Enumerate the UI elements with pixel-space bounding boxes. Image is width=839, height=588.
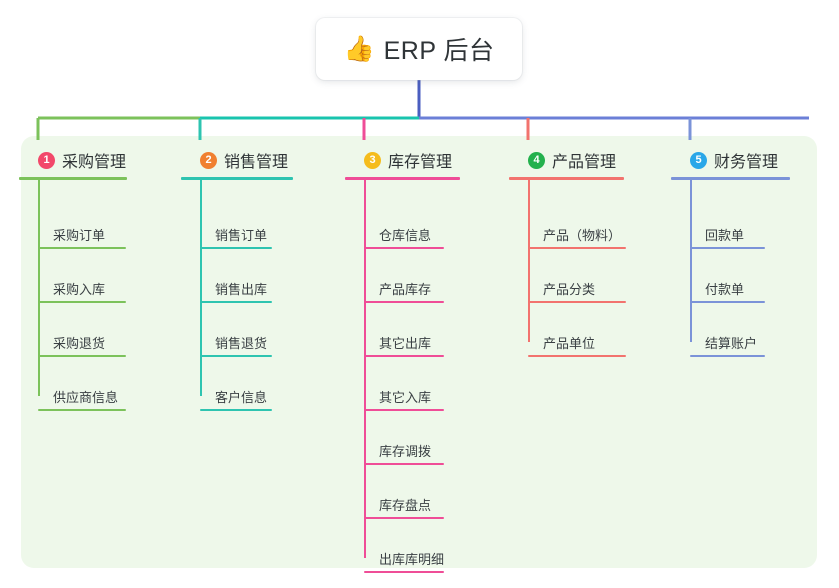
leaf-node-rule [200, 301, 272, 303]
branch-title-5: 财务管理 [714, 154, 779, 171]
branch-header-rule-1 [19, 177, 127, 180]
branch-badge-2: 2 [200, 151, 217, 169]
leaf-node-label[interactable]: 库存盘点 [379, 498, 432, 513]
thumbs-up-icon: 👍 [343, 34, 375, 63]
branch-spine-3 [364, 180, 366, 558]
leaf-node-rule [364, 355, 444, 357]
branch-title-2: 销售管理 [224, 154, 289, 171]
branch-header-4[interactable]: 4 产品管理 [509, 148, 624, 172]
leaf-node-rule [364, 409, 444, 411]
leaf-node-label[interactable]: 产品单位 [543, 336, 596, 351]
leaf-node-label[interactable]: 仓库信息 [379, 228, 432, 243]
branch-header-rule-3 [345, 177, 460, 180]
leaf-node-label[interactable]: 产品库存 [379, 282, 432, 297]
leaf-node-rule [364, 571, 444, 573]
branch-items-4: 产品（物料） 产品分类产品单位 [509, 180, 626, 357]
leaf-node-rule [364, 463, 444, 465]
leaf-node-label[interactable]: 采购退货 [53, 336, 106, 351]
branch-header-2[interactable]: 2 销售管理 [181, 148, 293, 172]
branch-items-5: 回款单付款单结算账户 [671, 180, 790, 357]
leaf-node-label[interactable]: 销售出库 [215, 282, 268, 297]
root-node[interactable]: 👍 ERP 后台 [316, 18, 522, 80]
leaf-node-label[interactable]: 产品分类 [543, 282, 596, 297]
branch-header-5[interactable]: 5 财务管理 [671, 148, 790, 172]
leaf-node-label[interactable]: 销售订单 [215, 228, 268, 243]
leaf-node-label[interactable]: 出库库明细 [379, 552, 445, 567]
leaf-node-rule [528, 301, 626, 303]
leaf-node-rule [38, 247, 126, 249]
branch-title-3: 库存管理 [388, 154, 453, 171]
branch-spine-4 [528, 180, 530, 342]
branch-badge-3: 3 [364, 151, 381, 169]
leaf-node-rule [38, 301, 126, 303]
branch-column-1: 1 采购管理采购订单采购入库采购退货供应商信息 [19, 148, 127, 411]
leaf-node-rule [38, 409, 126, 411]
leaf-node-rule [364, 301, 444, 303]
leaf-node-rule [38, 355, 126, 357]
branch-header-rule-2 [181, 177, 293, 180]
leaf-node-rule [690, 301, 765, 303]
root-node-content: 👍 ERP 后台 [343, 31, 494, 67]
leaf-node-label[interactable]: 销售退货 [215, 336, 268, 351]
branch-spine-5 [690, 180, 692, 342]
branch-header-rule-4 [509, 177, 624, 180]
leaf-node-label[interactable]: 其它出库 [379, 336, 432, 351]
branch-column-3: 3 库存管理仓库信息产品库存其它出库其它入库库存调拨库存盘点出库库明细 [345, 148, 460, 573]
leaf-node-rule [528, 247, 626, 249]
branch-title-1: 采购管理 [62, 154, 127, 171]
leaf-node-rule [200, 247, 272, 249]
leaf-node-rule [690, 247, 765, 249]
branch-badge-5: 5 [690, 151, 707, 169]
leaf-node-label[interactable]: 其它入库 [379, 390, 432, 405]
branch-items-3: 仓库信息产品库存其它出库其它入库库存调拨库存盘点出库库明细 [345, 180, 460, 573]
leaf-node-label[interactable]: 库存调拨 [379, 444, 432, 459]
branch-header-rule-5 [671, 177, 790, 180]
diagram-panel [21, 136, 817, 568]
branch-column-2: 2 销售管理销售订单销售出库销售退货客户信息 [181, 148, 293, 411]
branch-badge-4: 4 [528, 151, 545, 169]
branch-spine-1 [38, 180, 40, 396]
leaf-node-label[interactable]: 结算账户 [705, 336, 758, 351]
leaf-node-label[interactable]: 回款单 [705, 228, 745, 243]
leaf-node-rule [364, 247, 444, 249]
leaf-node-label[interactable]: 客户信息 [215, 390, 268, 405]
branch-title-4: 产品管理 [552, 154, 617, 171]
leaf-node-label[interactable]: 采购入库 [53, 282, 106, 297]
leaf-node-label[interactable]: 采购订单 [53, 228, 106, 243]
branch-badge-1: 1 [38, 151, 55, 169]
leaf-node-label[interactable]: 付款单 [705, 282, 745, 297]
leaf-node-rule [528, 355, 626, 357]
root-node-title: ERP 后台 [383, 37, 495, 65]
branch-spine-2 [200, 180, 202, 396]
branch-column-5: 5 财务管理回款单付款单结算账户 [671, 148, 790, 357]
branch-column-4: 4 产品管理产品（物料） 产品分类产品单位 [509, 148, 626, 357]
branch-items-2: 销售订单销售出库销售退货客户信息 [181, 180, 293, 411]
branch-items-1: 采购订单采购入库采购退货供应商信息 [19, 180, 127, 411]
leaf-node-rule [364, 517, 444, 519]
leaf-node-label[interactable]: 供应商信息 [53, 390, 119, 405]
leaf-node-rule [200, 409, 272, 411]
leaf-node-rule [690, 355, 765, 357]
branch-header-3[interactable]: 3 库存管理 [345, 148, 460, 172]
leaf-node-label[interactable]: 产品（物料） [543, 228, 622, 243]
leaf-node-rule [200, 355, 272, 357]
branch-header-1[interactable]: 1 采购管理 [19, 148, 127, 172]
